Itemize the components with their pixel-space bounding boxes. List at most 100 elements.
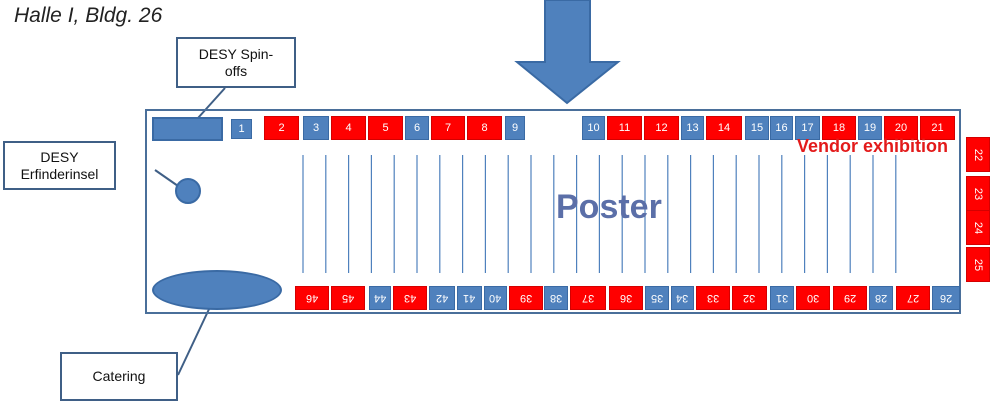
booth-number: 33	[706, 292, 720, 304]
catering-area	[152, 270, 282, 310]
poster-wall-lines	[302, 155, 897, 273]
booth-number: 42	[435, 292, 449, 304]
booth-16: 16	[770, 116, 793, 140]
booth-number: 16	[775, 122, 788, 134]
entrance-arrow-icon	[514, 0, 621, 105]
erfinderinsel-callout: DESY Erfinderinsel	[3, 141, 116, 190]
booth-number: 20	[894, 122, 908, 134]
booth-38: 38	[544, 286, 568, 310]
booth-24: 24	[966, 210, 990, 245]
booth-number: 37	[581, 292, 595, 304]
catering-leader	[177, 306, 211, 376]
booth-number: 41	[463, 292, 476, 304]
hall-outline	[145, 109, 961, 314]
booth-23: 23	[966, 176, 990, 211]
booth-11: 11	[607, 116, 642, 140]
booth-8: 8	[467, 116, 502, 140]
booth-number: 46	[305, 292, 319, 304]
booth-number: 44	[373, 292, 387, 304]
booth-20: 20	[884, 116, 918, 140]
page-title: Halle I, Bldg. 26	[14, 4, 163, 27]
booth-6: 6	[405, 116, 429, 140]
booth-15: 15	[745, 116, 769, 140]
booth-30: 30	[796, 286, 830, 310]
booth-number: 38	[549, 292, 563, 304]
spinoffs-callout: DESY Spin- offs	[176, 37, 296, 88]
booth-5: 5	[368, 116, 403, 140]
vendor-exhibition-label: Vendor exhibition	[797, 136, 949, 156]
booth-number: 18	[832, 122, 846, 134]
booth-9: 9	[505, 116, 525, 140]
spinoffs-area	[152, 117, 223, 141]
booth-number: 6	[413, 122, 421, 134]
booth-40: 40	[484, 286, 507, 310]
booth-7: 7	[431, 116, 465, 140]
booth-number: 39	[519, 292, 533, 304]
booth-number: 23	[972, 187, 984, 200]
catering-callout: Catering	[60, 352, 178, 401]
booth-number: 3	[312, 122, 320, 134]
booth-36: 36	[609, 286, 643, 310]
booth-number: 30	[806, 292, 820, 304]
booth-number: 14	[717, 122, 731, 134]
booth-number: 4	[345, 122, 352, 134]
booth-4: 4	[331, 116, 366, 140]
booth-number: 26	[939, 292, 953, 304]
booth-42: 42	[429, 286, 455, 310]
booth-26: 26	[932, 286, 960, 310]
booth-22: 22	[966, 137, 990, 172]
booth-33: 33	[696, 286, 730, 310]
booth-number: 10	[587, 122, 600, 134]
booth-44: 44	[369, 286, 391, 310]
booth-45: 45	[331, 286, 365, 310]
booth-number: 43	[403, 292, 417, 304]
booth-29: 29	[833, 286, 867, 310]
booth-27: 27	[896, 286, 930, 310]
booth-number: 27	[906, 292, 920, 304]
booth-46: 46	[295, 286, 329, 310]
booth-number: 15	[750, 122, 764, 134]
booth-35: 35	[645, 286, 669, 310]
booth-43: 43	[393, 286, 427, 310]
booth-number: 28	[874, 292, 888, 304]
booth-number: 2	[278, 122, 285, 134]
booth-number: 11	[618, 122, 631, 134]
booth-number: 5	[382, 122, 389, 134]
booth-number: 8	[481, 122, 488, 134]
booth-number: 36	[619, 292, 633, 304]
booth-number: 19	[863, 122, 877, 134]
booth-3: 3	[303, 116, 329, 140]
booth-number: 32	[743, 292, 756, 304]
booth-18: 18	[822, 116, 856, 140]
booth-41: 41	[457, 286, 482, 310]
booth-34: 34	[671, 286, 694, 310]
spinoffs-leader	[197, 87, 226, 119]
booth-28: 28	[869, 286, 893, 310]
booth-number: 9	[511, 122, 519, 134]
booth-19: 19	[858, 116, 882, 140]
booth-number: 24	[972, 221, 984, 234]
booth-14: 14	[706, 116, 742, 140]
booth-number: 22	[972, 148, 984, 161]
booth-12: 12	[644, 116, 679, 140]
booth-number: 12	[655, 122, 668, 134]
booth-number: 45	[341, 292, 355, 304]
erfinderinsel-leader	[154, 169, 179, 187]
poster-label: Poster	[556, 188, 662, 226]
booth-39: 39	[509, 286, 543, 310]
booth-number: 35	[650, 292, 664, 304]
booth-21: 21	[920, 116, 955, 140]
booth-31: 31	[770, 286, 794, 310]
booth-32: 32	[732, 286, 767, 310]
booth-number: 34	[676, 292, 689, 304]
booth-1: 1	[231, 119, 252, 139]
booth-25: 25	[966, 247, 990, 282]
booth-number: 13	[686, 122, 699, 134]
booth-37: 37	[570, 286, 606, 310]
booth-number: 31	[775, 292, 789, 304]
booth-10: 10	[582, 116, 605, 140]
booth-number: 25	[972, 258, 984, 271]
booth-number: 29	[843, 292, 857, 304]
